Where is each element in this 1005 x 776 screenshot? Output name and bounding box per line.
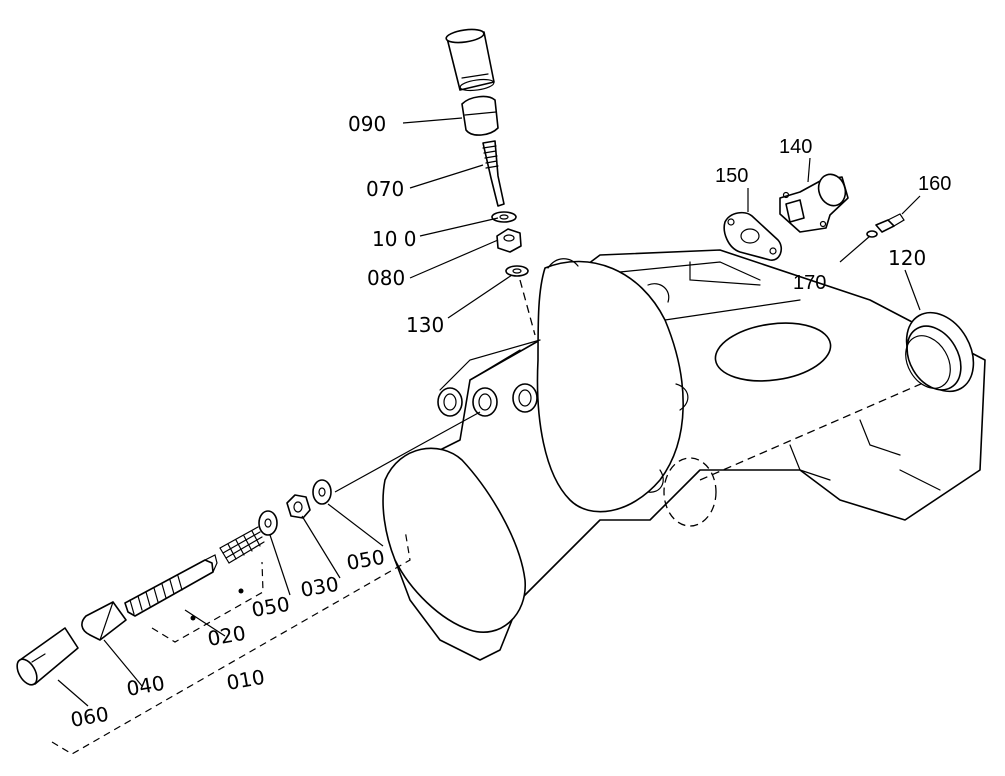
part-050-washer-right bbox=[312, 479, 332, 505]
part-020-plunger bbox=[124, 554, 218, 617]
part-150-gasket bbox=[723, 211, 782, 261]
part-060-sleeve bbox=[16, 627, 79, 686]
part-100-washer bbox=[491, 211, 517, 223]
dot-020a bbox=[190, 615, 196, 621]
transmission-housing bbox=[382, 249, 986, 661]
axis-line-vertical bbox=[519, 279, 536, 336]
label-030: 030 bbox=[299, 572, 341, 602]
label-130: 130 bbox=[406, 313, 444, 337]
label-160: 160 bbox=[918, 173, 951, 195]
part-090-cap bbox=[445, 28, 499, 136]
part-spring bbox=[219, 526, 265, 564]
part-160-screw bbox=[875, 213, 905, 233]
label-140: 140 bbox=[779, 136, 812, 158]
axis-line-lower bbox=[334, 411, 481, 493]
leader-lines bbox=[57, 117, 921, 707]
label-010: 010 bbox=[225, 665, 267, 695]
label-050-left: 050 bbox=[250, 592, 292, 622]
label-040: 040 bbox=[125, 671, 167, 701]
label-090: 090 bbox=[348, 112, 386, 136]
part-130-washer bbox=[505, 265, 529, 277]
part-070-pin bbox=[482, 140, 505, 207]
part-170-lockwasher bbox=[866, 230, 878, 238]
bracket-010 bbox=[51, 529, 411, 755]
dot-020b bbox=[238, 588, 244, 594]
part-050-washer-left bbox=[258, 510, 278, 536]
part-140-solenoid bbox=[779, 173, 849, 233]
bracket-020 bbox=[151, 561, 264, 643]
label-150: 150 bbox=[715, 165, 748, 187]
label-070: 070 bbox=[366, 177, 404, 201]
label-060: 060 bbox=[69, 702, 111, 732]
label-120: 120 bbox=[888, 246, 926, 270]
label-050-right: 050 bbox=[345, 545, 387, 575]
label-170: 170 bbox=[793, 272, 826, 294]
part-120-seal bbox=[905, 311, 975, 393]
part-030-nut bbox=[286, 494, 311, 519]
label-080: 080 bbox=[367, 266, 405, 290]
label-020: 020 bbox=[206, 621, 248, 651]
part-040-plug bbox=[81, 601, 127, 641]
part-080-nut bbox=[496, 228, 522, 253]
label-100: 10 0 bbox=[372, 227, 417, 251]
